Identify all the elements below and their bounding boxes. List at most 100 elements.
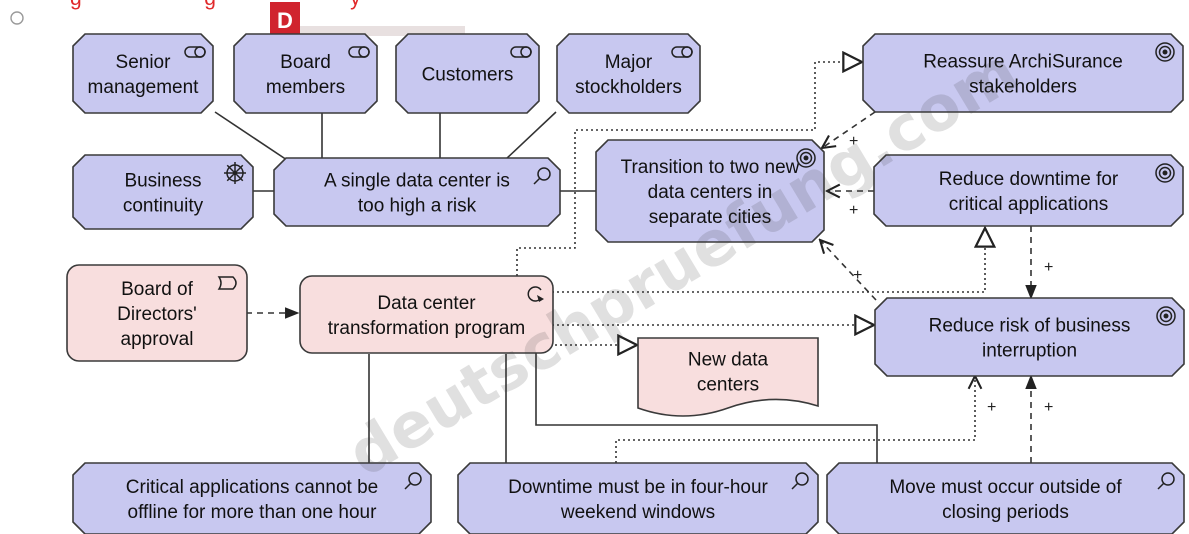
node-program[interactable]: Data center transformation program bbox=[299, 275, 554, 354]
node-label-line: Business bbox=[124, 171, 201, 192]
node-label-line: separate cities bbox=[649, 207, 772, 228]
node-shape bbox=[233, 33, 378, 114]
node-shape bbox=[862, 33, 1184, 113]
node-business-continuity[interactable]: Business continuity bbox=[72, 154, 254, 230]
node-label-line: weekend windows bbox=[560, 502, 715, 523]
goal-icon bbox=[1155, 163, 1175, 183]
realization-program-reduce-downtime bbox=[552, 228, 985, 293]
node-board-approval[interactable]: Board of Directors' approval bbox=[66, 264, 248, 362]
node-label: Board of Directors' approval bbox=[117, 279, 197, 350]
node-shape bbox=[874, 297, 1185, 377]
node-shape bbox=[457, 462, 819, 534]
node-major-stockholders[interactable]: Major stockholders bbox=[556, 33, 701, 114]
plus-label: + bbox=[1044, 399, 1053, 416]
node-label: Business continuity bbox=[123, 171, 204, 217]
node-label-line: transformation program bbox=[328, 318, 525, 339]
node-label: Critical applications cannot be offline f… bbox=[126, 477, 378, 523]
association-senior-management bbox=[214, 111, 291, 163]
node-label: Reduce risk of business interruption bbox=[929, 316, 1131, 362]
node-label-line: continuity bbox=[123, 196, 204, 217]
node-label-line: Major bbox=[605, 52, 653, 73]
node-label-line: Reduce downtime for bbox=[939, 169, 1119, 190]
node-label-line: approval bbox=[121, 329, 194, 350]
node-label: Move must occur outside of closing period… bbox=[889, 477, 1122, 523]
logo-letter: D bbox=[277, 8, 293, 33]
node-label-line: Directors' bbox=[117, 304, 197, 325]
stakeholder-icon bbox=[184, 46, 206, 58]
node-downtime-windows[interactable]: Downtime must be in four-hour weekend win… bbox=[457, 462, 819, 534]
stakeholder-icon bbox=[671, 46, 693, 58]
node-label-line: too high a risk bbox=[358, 196, 477, 217]
node-label-line: closing periods bbox=[942, 502, 1069, 523]
event-icon bbox=[217, 276, 237, 290]
node-label: Board members bbox=[266, 52, 345, 98]
node-label-line: members bbox=[266, 77, 345, 98]
page-header: g g y D bbox=[10, 0, 465, 36]
node-label-line: stakeholders bbox=[969, 77, 1077, 98]
node-label-line: interruption bbox=[982, 341, 1077, 362]
radio-option-icon[interactable] bbox=[10, 11, 24, 25]
node-board-members[interactable]: Board members bbox=[233, 33, 378, 114]
plus-label: + bbox=[1044, 259, 1053, 276]
node-shape bbox=[72, 33, 214, 114]
goal-icon bbox=[1155, 42, 1175, 62]
node-label-line: Reduce risk of business bbox=[929, 316, 1131, 337]
node-label-line: offline for more than one hour bbox=[128, 502, 378, 523]
assessment-icon bbox=[1157, 472, 1175, 490]
logo-badge bbox=[270, 2, 300, 36]
driver-icon bbox=[224, 162, 246, 184]
node-label: Customers bbox=[422, 65, 514, 86]
node-shape bbox=[66, 264, 248, 362]
node-label-line: Data center bbox=[377, 293, 476, 314]
node-label-line: New data bbox=[688, 350, 769, 371]
node-label-line: Move must occur outside of bbox=[889, 477, 1122, 498]
node-shape bbox=[637, 337, 819, 417]
association-major-stockholders bbox=[504, 111, 557, 161]
realization-program-reassure bbox=[516, 62, 862, 276]
node-label: Major stockholders bbox=[575, 52, 682, 98]
stakeholder-icon bbox=[348, 46, 370, 58]
influence-downtime-windows-reduce-risk bbox=[615, 376, 975, 463]
node-label-line: Downtime must be in four-hour bbox=[508, 477, 768, 498]
node-label: A single data center is too high a risk bbox=[324, 171, 510, 217]
plus-label: + bbox=[853, 267, 862, 284]
node-label: Data center transformation program bbox=[328, 293, 525, 339]
node-customers[interactable]: Customers bbox=[395, 33, 540, 114]
node-single-data-center[interactable]: A single data center is too high a risk bbox=[273, 157, 561, 227]
node-shape bbox=[395, 33, 540, 114]
node-reassure[interactable]: Reassure ArchiSurance stakeholders bbox=[862, 33, 1184, 113]
plus-label: + bbox=[987, 399, 996, 416]
header-text: g g y bbox=[70, 0, 361, 10]
node-shape bbox=[273, 157, 561, 227]
node-label-line: Board of bbox=[121, 279, 194, 300]
node-reduce-risk[interactable]: Reduce risk of business interruption bbox=[874, 297, 1185, 377]
node-label-line: management bbox=[88, 77, 200, 98]
assessment-icon bbox=[791, 472, 809, 490]
node-label-line: Customers bbox=[422, 65, 514, 86]
node-label-line: Reassure ArchiSurance bbox=[923, 52, 1123, 73]
node-critical-apps[interactable]: Critical applications cannot be offline f… bbox=[72, 462, 432, 534]
assessment-icon bbox=[404, 472, 422, 490]
node-label-line: A single data center is bbox=[324, 171, 510, 192]
assessment-icon bbox=[533, 167, 551, 185]
influence-signs: + + + + + + bbox=[849, 133, 1053, 416]
plus-label: + bbox=[849, 202, 858, 219]
node-label-line: Critical applications cannot be bbox=[126, 477, 378, 498]
node-shape bbox=[72, 462, 432, 534]
node-label-line: stockholders bbox=[575, 77, 682, 98]
relationship-lines bbox=[214, 62, 1037, 463]
goal-icon bbox=[1156, 306, 1176, 326]
node-label-line: Board bbox=[280, 52, 331, 73]
node-move-outside[interactable]: Move must occur outside of closing period… bbox=[826, 462, 1185, 534]
node-shape bbox=[556, 33, 701, 114]
node-shape bbox=[595, 139, 825, 243]
